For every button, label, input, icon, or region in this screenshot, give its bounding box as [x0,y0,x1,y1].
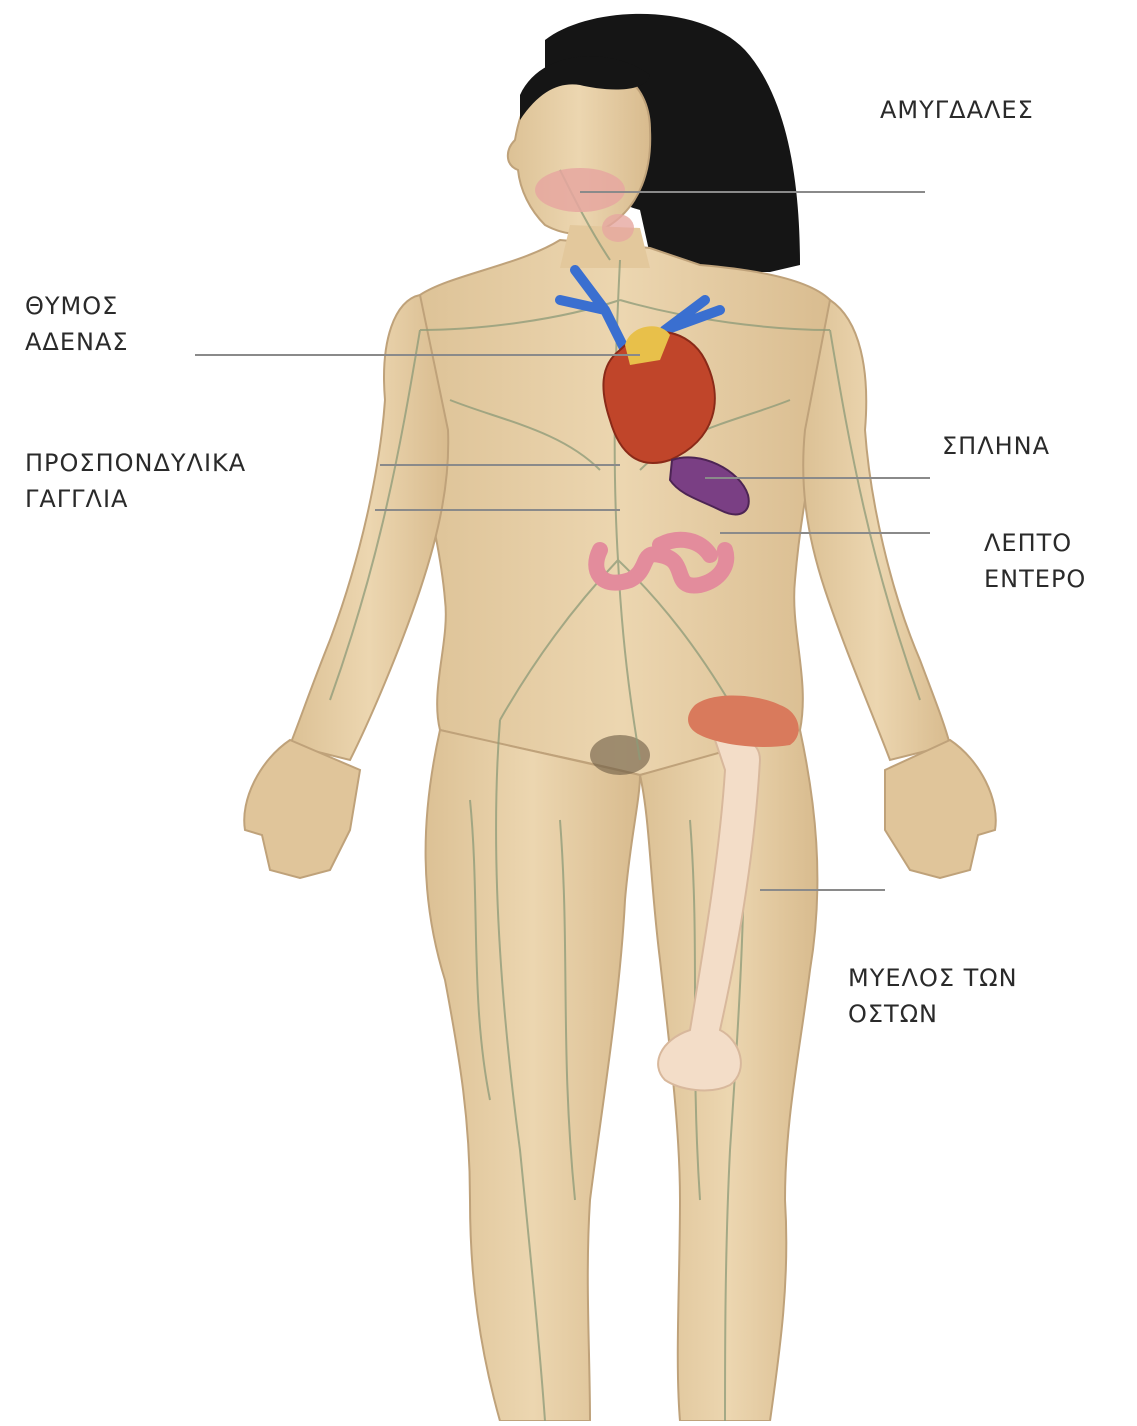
label-small-intestine: ΛΕΠΤΟ ΕΝΤΕΡΟ [984,525,1086,597]
label-line: ΘΥΜΟΣ [25,288,129,324]
left-arm [803,300,950,760]
label-line: ΠΡΟΣΠΟΝΔΥΛΙΚΑ [25,445,246,481]
left-hand [885,740,996,878]
label-line: ΣΠΛΗΝΑ [942,428,1050,464]
torso [401,240,841,775]
label-thymus: ΘΥΜΟΣ ΑΔΕΝΑΣ [25,288,129,360]
right-arm [290,295,448,760]
label-line: ΓΑΓΓΛΙΑ [25,481,246,517]
label-spleen: ΣΠΛΗΝΑ [942,428,1050,464]
label-line: ΛΕΠΤΟ [984,525,1086,561]
label-bone-marrow: ΜΥΕΛΟΣ ΤΩΝ ΟΣΤΩΝ [848,960,1018,1032]
right-leg [426,730,640,1421]
label-line: ΑΔΕΝΑΣ [25,324,129,360]
label-line: ΕΝΤΕΡΟ [984,561,1086,597]
label-ganglia: ΠΡΟΣΠΟΝΔΥΛΙΚΑ ΓΑΓΓΛΙΑ [25,445,246,517]
label-line: ΑΜΥΓΔΑΛΕΣ [880,92,1034,128]
label-tonsils: ΑΜΥΓΔΑΛΕΣ [880,92,1034,128]
label-line: ΜΥΕΛΟΣ ΤΩΝ [848,960,1018,996]
pelvic-shade [590,735,650,775]
thyroid-organ [602,214,634,242]
tonsils-organ [535,168,625,212]
right-hand [244,740,360,878]
label-line: ΟΣΤΩΝ [848,996,1018,1032]
